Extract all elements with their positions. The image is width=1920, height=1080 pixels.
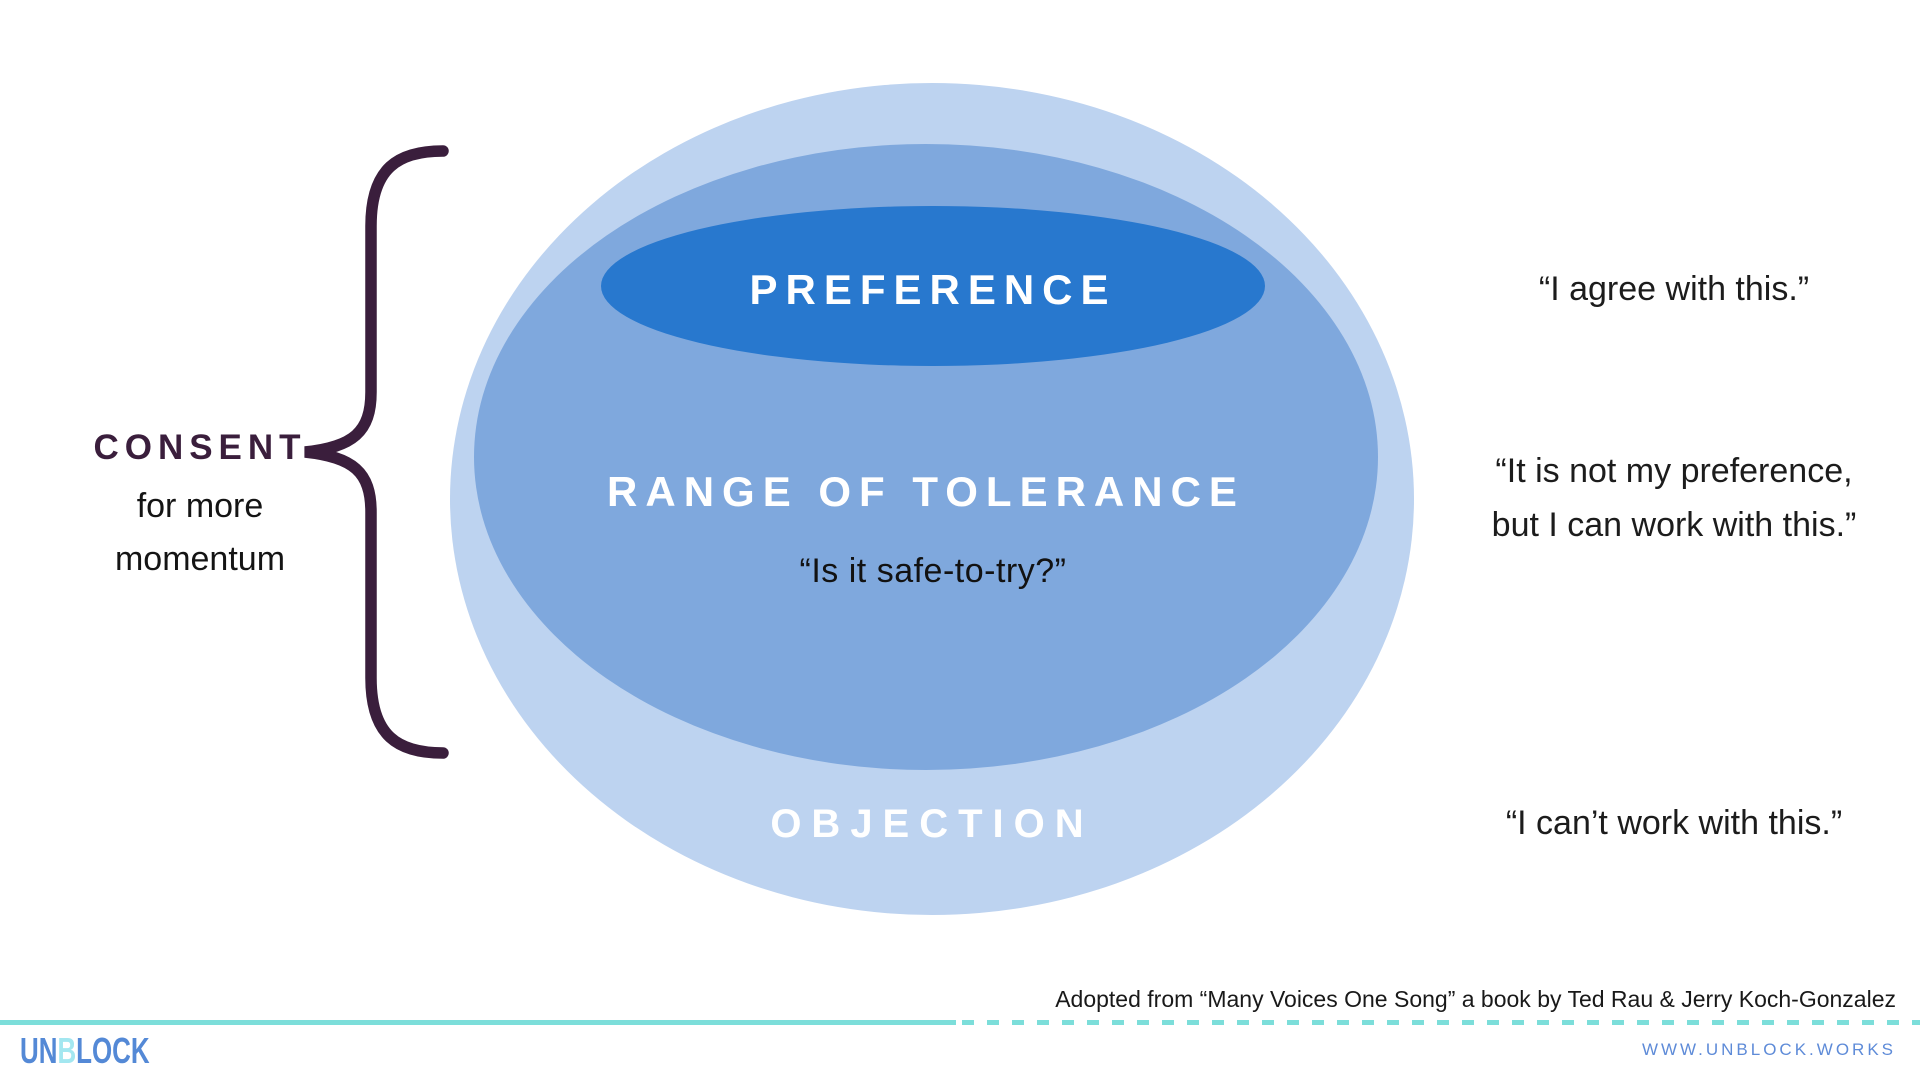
consent-subtitle-line2: momentum [114,540,286,578]
consent-block: CONSENT for more momentum [40,428,360,586]
unblock-logo: UNBLOCK [20,1030,150,1072]
preference-ellipse [601,206,1265,366]
preference-quote: “I agree with this.” [1538,270,1810,308]
logo-part-b: B [57,1030,77,1071]
consent-brace-icon [304,145,449,759]
tolerance-quote: “It is not my preference, but I can work… [1414,444,1920,552]
consent-title: CONSENT [93,428,307,467]
consent-subtitle-line1: for more [136,487,264,525]
website-url: WWW.UNBLOCK.WORKS [1641,1040,1896,1059]
preference-label: PREFERENCE [749,266,1117,313]
tolerance-quote-line1: “It is not my preference, [1495,452,1853,490]
tolerance-label: RANGE OF TOLERANCE [607,468,1245,515]
logo-part-lock: LOCK [76,1030,150,1071]
objection-label: OBJECTION [770,802,1094,846]
logo-part-un: UN [20,1030,58,1071]
tolerance-quote-line2: but I can work with this.” [1491,506,1857,544]
footer-divider-dashed [962,1020,1920,1025]
objection-quote: “I can’t work with this.” [1505,804,1843,842]
footer-divider-solid [0,1020,956,1025]
attribution-text: Adopted from “Many Voices One Song” a bo… [1055,986,1896,1012]
safe-to-try-question: “Is it safe-to-try?” [799,552,1067,590]
